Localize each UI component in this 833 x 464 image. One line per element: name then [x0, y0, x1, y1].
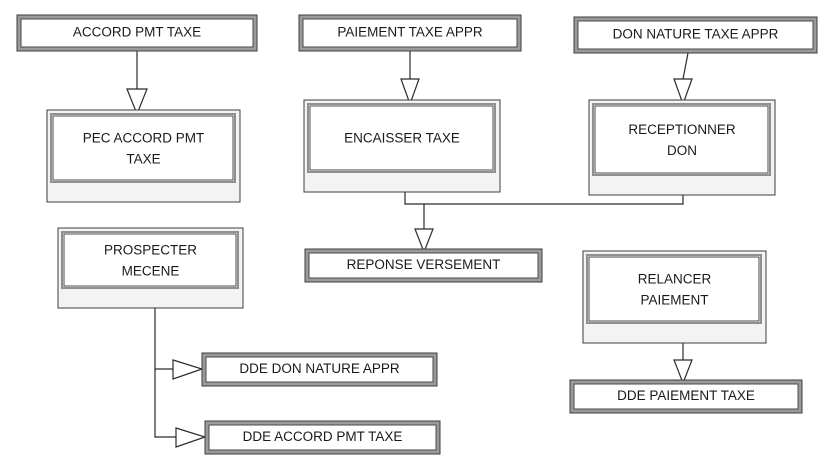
node-label: DDE DON NATURE APPR	[239, 361, 400, 376]
node-body	[52, 115, 234, 181]
node-label-line2: TAXE	[126, 152, 160, 167]
node-relancer-paiement[interactable]: RELANCER PAIEMENT	[582, 250, 767, 344]
arrowhead-right-icon	[172, 359, 204, 380]
arrowhead-right-icon	[175, 427, 207, 448]
node-body	[205, 356, 434, 383]
node-dde-don-nature-appr[interactable]: DDE DON NATURE APPR	[201, 352, 438, 387]
node-label: DDE PAIEMENT TAXE	[617, 388, 755, 403]
node-label: PAIEMENT TAXE APPR	[337, 25, 483, 40]
node-label-line2: MECENE	[122, 264, 180, 279]
edge-prospecter-mecene-to-dde-don-nature-appr	[154, 308, 173, 370]
node-label: DON NATURE TAXE APPR	[613, 27, 779, 42]
node-body	[573, 383, 799, 410]
node-body	[208, 424, 437, 451]
arrowheads-layer	[126, 78, 693, 448]
node-don-nature-taxe-appr[interactable]: DON NATURE TAXE APPR	[573, 16, 818, 54]
node-receptionner-don[interactable]: RECEPTIONNER DON	[588, 99, 776, 196]
node-label-line1: PROSPECTER	[104, 243, 197, 258]
node-label: DDE ACCORD PMT TAXE	[243, 429, 403, 444]
node-label: REPONSE VERSEMENT	[347, 257, 501, 272]
node-body	[302, 18, 518, 48]
arrowhead-down-icon	[673, 359, 693, 385]
node-reponse-versement[interactable]: REPONSE VERSEMENT	[304, 248, 543, 283]
nodes-layer: ACCORD PMT TAXE PAIEMENT TAXE APPR DON NAT…	[16, 14, 818, 455]
node-label-line1: PEC ACCORD PMT	[83, 131, 205, 146]
node-paiement-taxe-appr[interactable]: PAIEMENT TAXE APPR	[298, 14, 522, 52]
node-label: ENCAISSER TAXE	[344, 131, 460, 146]
node-body	[577, 20, 814, 50]
edge-prospecter-mecene-to-dde-accord-pmt-taxe	[154, 369, 176, 438]
arrowhead-down-icon	[414, 228, 434, 254]
arrowhead-down-icon	[126, 88, 148, 116]
node-accord-pmt-taxe[interactable]: ACCORD PMT TAXE	[16, 14, 258, 52]
edge-don-nature-taxe-appr-to-receptionner-don	[682, 52, 689, 80]
node-body	[63, 233, 237, 287]
node-encaisser-taxe[interactable]: ENCAISSER TAXE	[303, 99, 501, 193]
node-prospecter-mecene[interactable]: PROSPECTER MECENE	[57, 227, 244, 309]
node-body	[20, 18, 254, 48]
node-label: ACCORD PMT TAXE	[73, 25, 201, 40]
node-body	[588, 256, 760, 322]
node-label-line2: DON	[667, 143, 697, 158]
node-pec-accord-pmt-taxe[interactable]: PEC ACCORD PMT TAXE	[46, 109, 241, 203]
arrowhead-down-icon	[673, 78, 693, 106]
node-body	[308, 252, 539, 279]
node-body	[594, 105, 769, 174]
node-label-line1: RECEPTIONNER	[628, 122, 736, 137]
arrowhead-down-icon	[400, 78, 420, 106]
node-dde-accord-pmt-taxe[interactable]: DDE ACCORD PMT TAXE	[204, 420, 441, 455]
node-dde-paiement-taxe[interactable]: DDE PAIEMENT TAXE	[569, 379, 803, 414]
edge-encaisser-taxe-to-reponse-versement	[404, 192, 425, 229]
node-label-line2: PAIEMENT	[640, 293, 708, 308]
edges-layer	[136, 51, 689, 438]
edge-receptionner-don-to-reponse-versement	[424, 195, 684, 205]
node-label-line1: RELANCER	[638, 272, 712, 287]
node-body	[309, 105, 494, 171]
